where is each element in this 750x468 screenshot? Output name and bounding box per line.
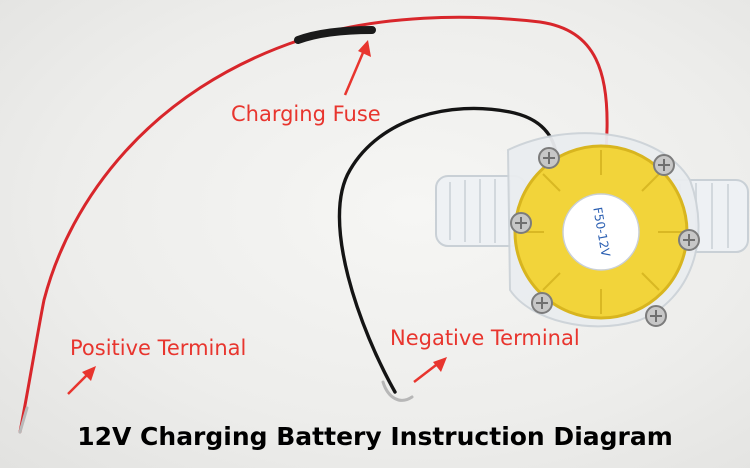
black-wire <box>337 106 560 394</box>
cap-ribs <box>519 150 683 314</box>
center-label <box>562 193 640 271</box>
diagram-caption: 12V Charging Battery Instruction Diagram <box>77 422 673 451</box>
fuse-sleeve <box>294 26 376 44</box>
arrow-to-positive-terminal <box>67 366 96 395</box>
arrow-to-negative-terminal <box>413 357 447 383</box>
negative-terminal-label: Negative Terminal <box>390 326 580 350</box>
positive-wire-end <box>18 406 29 434</box>
negative-wire-end <box>381 380 414 402</box>
screw <box>510 212 532 234</box>
screw <box>678 229 700 251</box>
screw <box>645 305 667 327</box>
screw <box>653 154 675 176</box>
charging-fuse-label: Charging Fuse <box>231 102 381 126</box>
positive-terminal-label: Positive Terminal <box>70 336 247 360</box>
arrow-to-fuse <box>343 40 371 96</box>
screw <box>538 147 560 169</box>
screw <box>531 292 553 314</box>
